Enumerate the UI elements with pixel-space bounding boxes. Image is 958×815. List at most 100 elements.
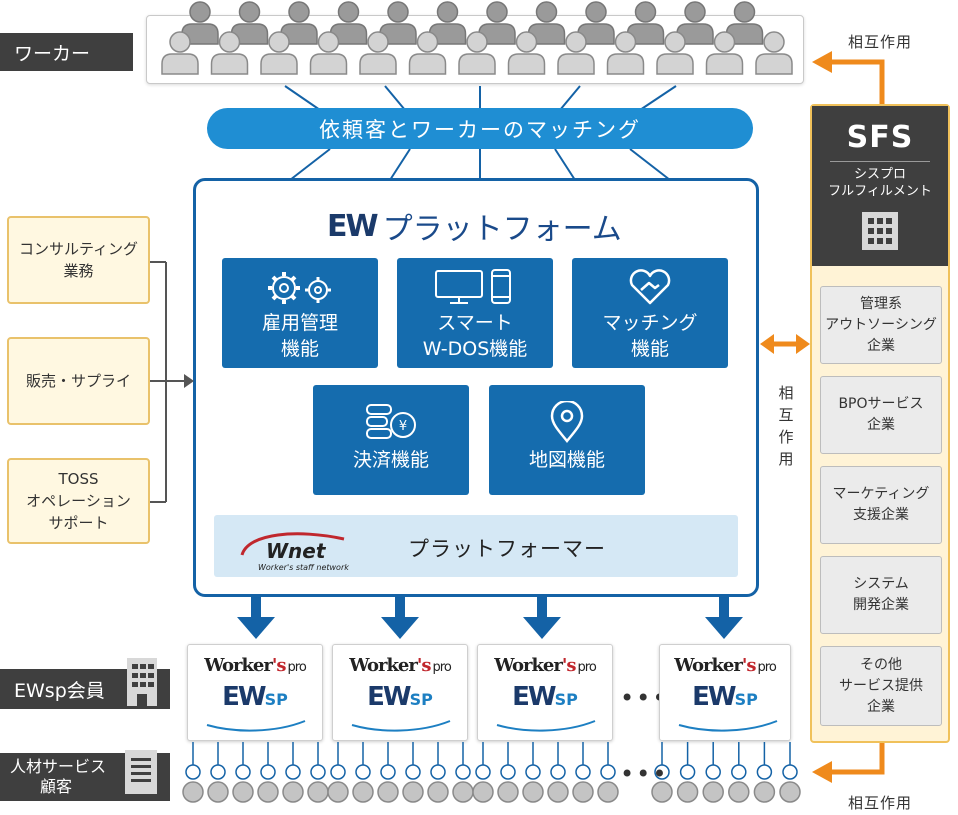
company-box-4: システム 開発企業 — [820, 556, 942, 634]
worker-person-icon — [210, 31, 249, 75]
worker-person-icon — [458, 31, 496, 75]
worker-person-icon — [755, 31, 793, 75]
toss-label-2: オペレーション — [26, 492, 131, 510]
client-link-dot — [756, 764, 773, 780]
client-link-dot — [525, 764, 541, 780]
company-3-line1: マーケティング — [832, 486, 930, 502]
client-node-icon — [327, 781, 349, 803]
gears-icon — [268, 272, 331, 304]
company-1-line3: 企業 — [867, 337, 895, 354]
client-link-dot — [705, 764, 721, 780]
client-link-dot — [679, 764, 696, 780]
worker-person-icon — [478, 1, 516, 45]
hr-clients-line1: 人材サービス — [10, 757, 107, 776]
client-link-dot — [235, 764, 251, 780]
mutual-side-char-4: 用 — [778, 450, 794, 468]
building-icon — [862, 212, 898, 250]
company-2-line2: 企業 — [867, 417, 895, 433]
company-box-5: その他 サービス提供 企業 — [820, 646, 942, 726]
wnet-logo: Wnet Worker's staff network — [238, 525, 349, 575]
worker-person-icon — [507, 31, 546, 75]
down-arrows — [237, 595, 743, 639]
ewsp-logo: EWSP — [222, 682, 288, 712]
company-box-1: 管理系 アウトソーシング 企業 — [820, 286, 942, 364]
client-node-icon — [597, 781, 619, 803]
worker-person-icon — [260, 31, 298, 75]
client-link-dot — [355, 764, 371, 780]
client-link-dot — [654, 764, 670, 780]
platformer-label: プラットフォーマー — [408, 537, 606, 561]
sales-supply-label: 販売・サプライ — [25, 372, 131, 390]
ew-logo: EW — [327, 208, 379, 244]
toss-box: TOSS オペレーション サポート — [7, 458, 150, 544]
ewsp-swoosh-icons — [206, 720, 778, 732]
function-label-3b: 機能 — [630, 338, 669, 360]
worker-person-icon — [309, 31, 348, 75]
worker-person-icon — [181, 1, 219, 45]
client-node-icon — [497, 781, 519, 803]
client-link-dot — [475, 764, 491, 780]
client-link-dot — [380, 764, 396, 780]
client-node-icon — [651, 781, 673, 803]
company-1-line2: アウトソーシング — [825, 316, 937, 333]
client-node-icon — [352, 781, 374, 803]
worker-person-icon — [656, 31, 694, 75]
ewsp-logo: EWSP — [367, 682, 433, 712]
client-link-dot — [782, 764, 798, 780]
devices-icon — [435, 269, 511, 304]
client-node-icon — [182, 781, 204, 803]
matching-function: マッチング 機能 — [572, 258, 728, 368]
function-label-1b: 機能 — [280, 338, 319, 360]
connector-lines-top — [284, 85, 677, 181]
client-node-icon — [676, 781, 699, 803]
platform-title-text: プラットフォーム — [382, 212, 622, 247]
company-3-line2: 支援企業 — [853, 507, 909, 523]
worker-person-icon — [359, 31, 397, 75]
function-label-4: 決済機能 — [352, 449, 429, 471]
worker-person-icon — [379, 1, 417, 45]
client-node-icon — [282, 781, 304, 803]
function-label-1: 雇用管理 — [261, 312, 338, 334]
consulting-label-2: 業務 — [63, 262, 94, 280]
mutual-side-char-3: 作 — [778, 428, 794, 446]
client-node-icon — [257, 781, 279, 803]
client-node-icon — [427, 781, 449, 803]
client-node-icon — [779, 781, 801, 803]
worker-person-icon — [705, 31, 744, 75]
client-link-dot — [285, 764, 301, 780]
client-link-dot — [455, 764, 471, 780]
client-link-dot — [185, 764, 201, 780]
worker-person-icon — [557, 31, 595, 75]
mutual-label-side: 相 互 作 用 — [776, 382, 796, 470]
client-nodes — [182, 742, 801, 803]
wnet-sub-text: Worker's staff network — [258, 563, 349, 572]
company-box-3: マーケティング 支援企業 — [820, 466, 942, 544]
function-label-5: 地図機能 — [528, 449, 605, 471]
wnet-swoosh-icon — [240, 532, 345, 556]
worker-person-icon — [230, 1, 269, 45]
ewsp-logo: EWSP — [512, 682, 578, 712]
client-link-dot — [575, 764, 591, 780]
platform-title: EW プラットフォーム — [327, 204, 622, 248]
client-node-icon — [452, 781, 474, 803]
client-link-dot — [330, 764, 346, 780]
sfs-divider — [830, 161, 930, 162]
mutual-label-top: 相互作用 — [848, 33, 913, 51]
sfs-header: SFS シスプロ フルフィルメント — [812, 106, 948, 266]
worker-person-icon — [428, 1, 467, 45]
platformer-bar — [214, 515, 738, 577]
worker-person-icon — [527, 1, 566, 45]
client-node-icon — [402, 781, 424, 803]
wnet-logo-text: Wnet — [266, 539, 326, 563]
employment-management-function: 雇用管理 機能 — [222, 258, 378, 368]
mutual-side-char-2: 互 — [778, 406, 794, 424]
client-node-icon — [702, 781, 724, 803]
client-node-icon — [207, 781, 229, 803]
sfs-title: SFS — [846, 120, 914, 155]
matching-banner: 依頼客とワーカーのマッチング — [207, 108, 753, 149]
consulting-box: コンサルティング 業務 — [7, 216, 150, 304]
client-link-dot — [550, 764, 566, 780]
client-node-icon — [753, 781, 776, 803]
